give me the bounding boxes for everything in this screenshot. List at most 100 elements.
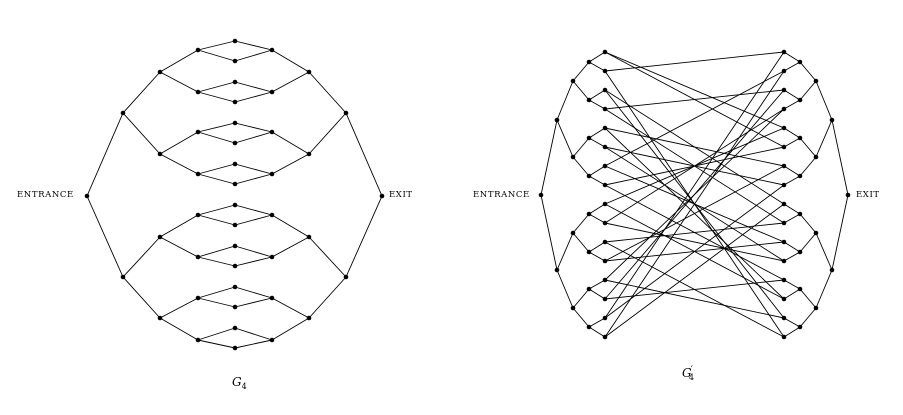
node	[797, 59, 803, 65]
node	[602, 277, 608, 283]
node	[232, 38, 238, 44]
edge	[308, 112, 347, 155]
edge	[234, 256, 273, 267]
node	[781, 201, 787, 207]
node	[570, 78, 576, 84]
edge	[234, 245, 273, 258]
node	[157, 69, 163, 75]
node	[343, 110, 349, 116]
cross-edge	[604, 241, 785, 338]
node	[602, 87, 608, 93]
edge	[783, 137, 801, 148]
edge	[234, 214, 273, 226]
edge	[540, 194, 558, 271]
cross-edge	[604, 70, 785, 167]
edge	[197, 49, 236, 62]
edge	[234, 173, 273, 185]
node	[602, 201, 608, 207]
edge	[234, 122, 273, 133]
edge	[234, 131, 273, 144]
node	[781, 163, 787, 169]
edge	[783, 241, 801, 253]
edge	[308, 71, 347, 114]
edge	[556, 119, 574, 158]
edge	[799, 137, 817, 158]
right-caption-sub: 4	[689, 373, 694, 382]
node	[554, 267, 560, 273]
node	[781, 68, 787, 74]
node	[781, 87, 787, 93]
node	[570, 154, 576, 160]
edge	[122, 112, 161, 155]
edge	[86, 112, 124, 197]
edge	[783, 213, 801, 224]
edge	[234, 297, 273, 308]
node	[602, 68, 608, 74]
cross-edge	[604, 51, 785, 72]
right-caption: G′4	[682, 365, 694, 382]
node	[120, 110, 126, 116]
node	[157, 234, 163, 240]
right-caption-main: G	[682, 366, 692, 380]
cross-edge	[604, 222, 785, 262]
edge	[197, 163, 236, 175]
node	[602, 258, 608, 264]
node	[232, 325, 238, 331]
cross-edge	[604, 127, 785, 300]
node	[586, 97, 592, 103]
edge	[197, 173, 236, 185]
edge	[197, 204, 236, 216]
edge	[588, 326, 606, 338]
edge	[234, 204, 273, 216]
node	[781, 182, 787, 188]
node	[813, 154, 819, 160]
node	[195, 129, 201, 135]
node	[269, 254, 275, 260]
entrance-node	[538, 192, 544, 198]
edge	[572, 288, 590, 309]
left-caption-main: G	[232, 375, 242, 389]
node	[602, 334, 608, 340]
exit-node	[845, 192, 851, 198]
node	[781, 334, 787, 340]
node	[232, 99, 238, 105]
edge	[159, 71, 199, 93]
node	[829, 117, 835, 123]
edge	[815, 269, 833, 309]
node	[570, 230, 576, 236]
edge	[799, 307, 817, 328]
edge	[588, 213, 606, 224]
edge	[271, 153, 310, 175]
node	[232, 79, 238, 85]
edge	[271, 71, 310, 93]
right-caption-prime: ′	[691, 365, 694, 376]
edge	[159, 317, 199, 341]
node	[781, 106, 787, 112]
edge	[783, 203, 801, 215]
edge	[783, 317, 801, 328]
node	[232, 304, 238, 310]
edge	[588, 165, 606, 177]
node	[195, 47, 201, 53]
node	[797, 249, 803, 255]
node	[781, 296, 787, 302]
edge	[234, 40, 273, 51]
edge	[197, 297, 236, 308]
node	[195, 212, 201, 218]
node	[797, 324, 803, 330]
node	[586, 135, 592, 141]
node	[586, 59, 592, 65]
edge	[572, 232, 590, 253]
edge	[234, 339, 273, 349]
edge	[799, 232, 817, 253]
node	[602, 296, 608, 302]
node	[232, 161, 238, 167]
node	[306, 69, 312, 75]
node	[602, 182, 608, 188]
edge	[197, 256, 236, 267]
edge	[234, 286, 273, 299]
edge	[197, 214, 236, 226]
edge	[588, 51, 606, 63]
edge	[271, 131, 310, 155]
edge	[588, 251, 606, 262]
